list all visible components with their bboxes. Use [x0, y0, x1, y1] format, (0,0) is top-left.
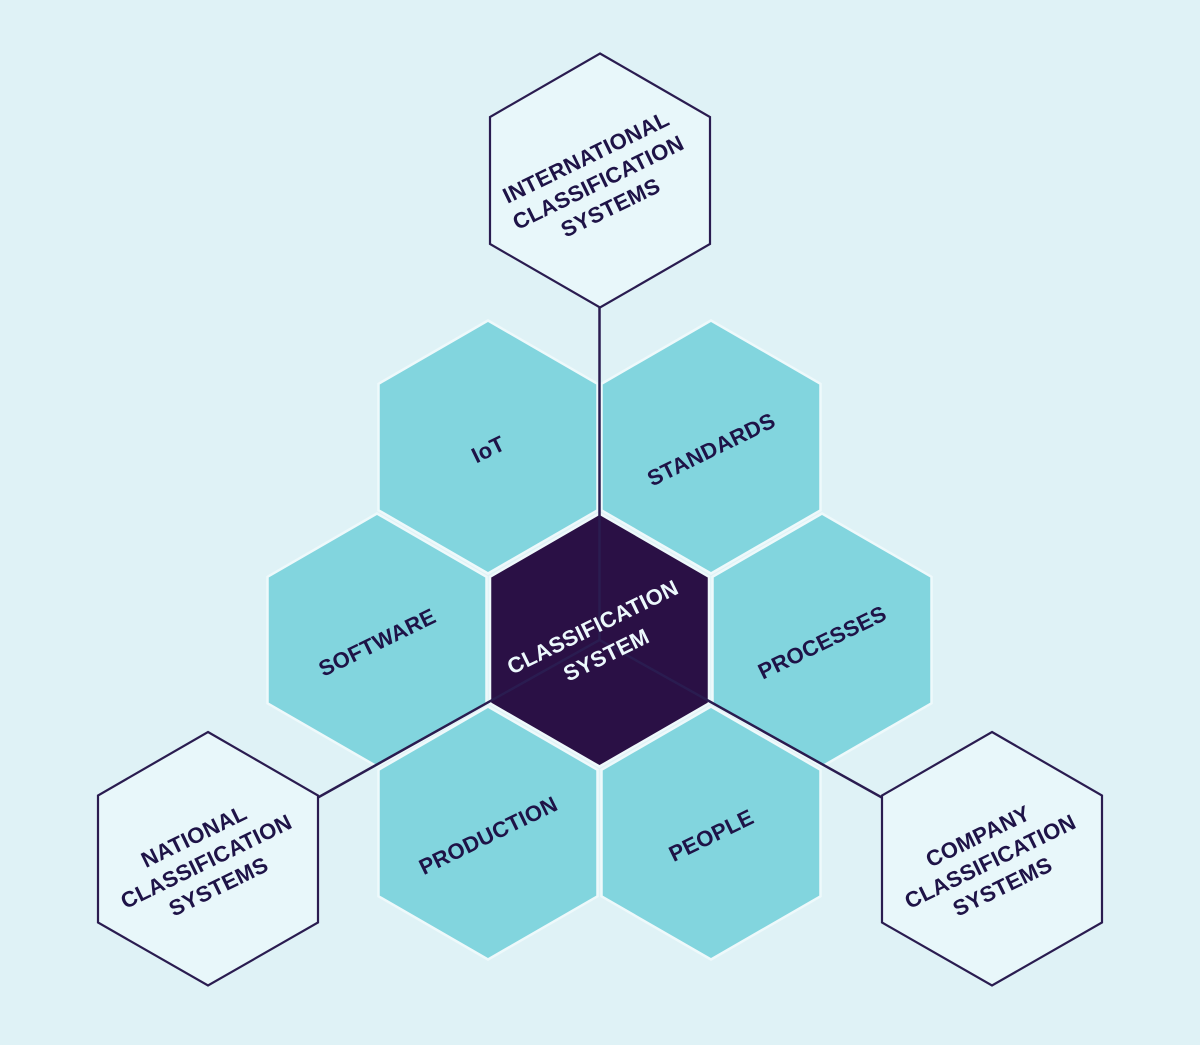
hexagon-software	[266, 512, 488, 768]
hexagon-processes	[711, 512, 933, 768]
hexagon-national	[96, 730, 320, 987]
hexagon-standards	[600, 319, 822, 575]
hexagon-company	[880, 730, 1104, 987]
hexagon-production	[377, 705, 599, 961]
hexagon-international	[488, 52, 712, 309]
hexagon-iot	[377, 319, 599, 575]
hexagon-people	[600, 705, 822, 961]
